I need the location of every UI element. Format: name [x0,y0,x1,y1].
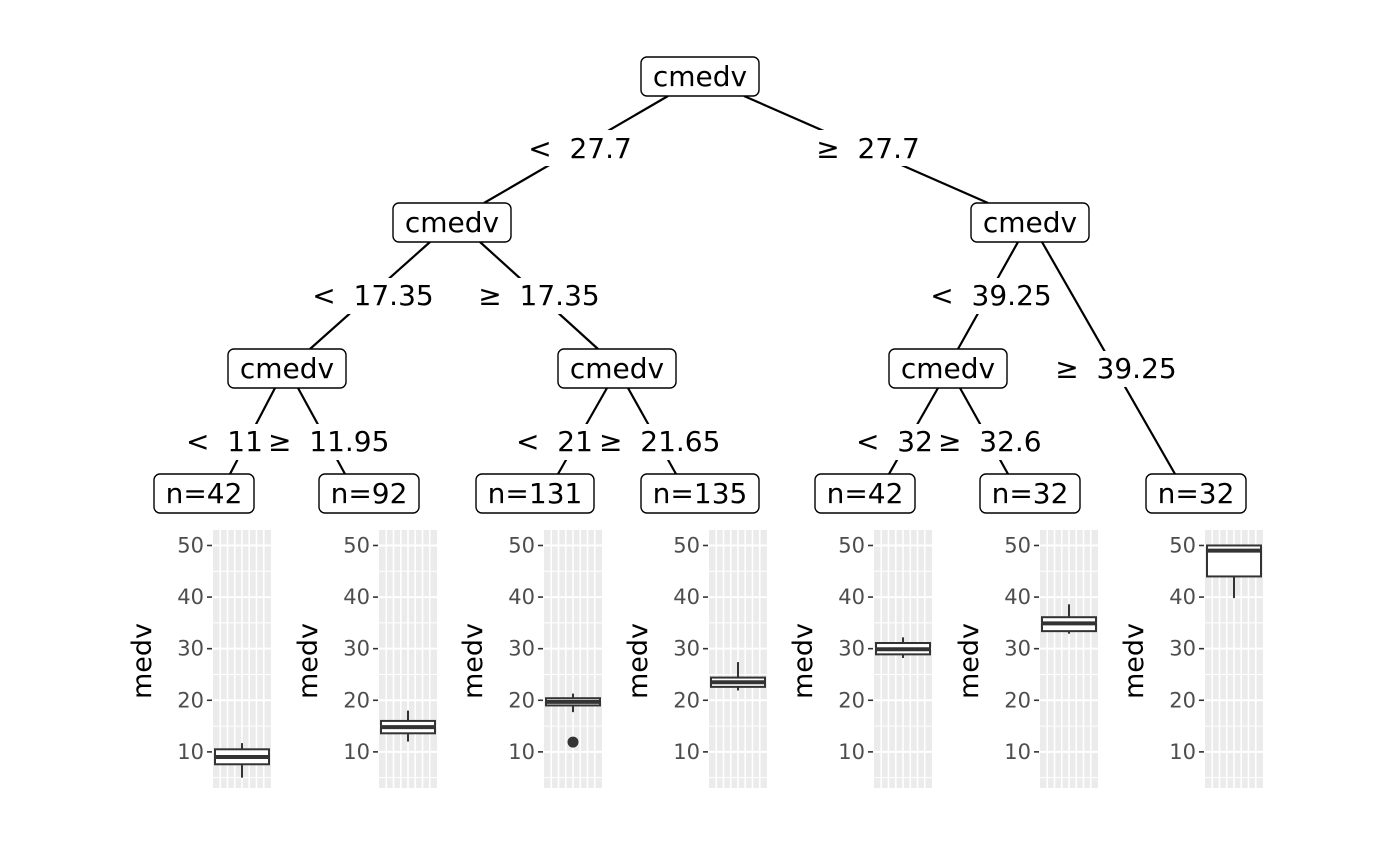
leaf-panel-6: n=32 10 20 30 40 50 medv [954,473,1098,788]
edge-label-text: ≥ 32.6 [938,425,1042,458]
y-tick-label: 10 [673,740,700,764]
y-tick-label: 20 [838,688,865,712]
y-tick-label: 20 [343,688,370,712]
edge-label-n2-left: < 17.35 [310,278,436,314]
y-tick-label: 30 [343,637,370,661]
node-label: cmedv [653,60,747,93]
y-tick-label: 30 [1004,637,1031,661]
leaf-panel-7: n=32 10 20 30 40 50 medv [1119,473,1263,788]
leaf-panel-3: n=131 10 20 30 40 50 medv [458,473,602,788]
y-tick-label: 20 [1169,688,1196,712]
node-level3-left: cmedv [227,348,347,389]
y-tick-label: 50 [673,533,700,557]
leaf-label-box [640,473,760,514]
leaf-count-label: n=135 [653,477,748,510]
leaf-count-label: n=131 [488,477,583,510]
y-tick-label: 50 [1004,533,1031,557]
leaf-panel-5: n=42 10 20 30 40 50 medv [788,473,932,788]
edge-label-text: ≥ 21.65 [599,425,720,458]
leaf-panel-4: n=135 10 20 30 40 50 medv [623,473,767,788]
edge-label-text: ≥ 39.25 [1055,352,1176,385]
leaf-count-label: n=32 [1158,477,1235,510]
y-axis-title: medv [458,623,489,699]
y-tick-label: 40 [343,585,370,609]
y-tick-label: 30 [838,637,865,661]
node-label: cmedv [983,206,1077,239]
node-level3-mid: cmedv [557,348,677,389]
y-tick-label: 50 [343,533,370,557]
leaf-panels: n=421020304050medvn=921020304050medvn=13… [127,473,1263,788]
node-level3-right: cmedv [888,348,1008,389]
y-axis-title: medv [788,623,819,699]
y-tick-label: 50 [508,533,535,557]
y-tick-label: 40 [1169,585,1196,609]
y-tick-label: 20 [508,688,535,712]
node-level2-left: cmedv [392,202,512,243]
y-tick-label: 10 [838,740,865,764]
edge-label-text: ≥ 27.7 [816,132,920,165]
edge-label-root-right: ≥ 27.7 [814,130,922,166]
outlier-point [567,736,579,748]
leaf-label-box [153,473,255,514]
y-tick-label: 40 [177,585,204,609]
edge-label-text: < 27.7 [528,132,632,165]
edge-label-root-left: < 27.7 [526,130,634,166]
edge-label-n5-right: ≥ 39.25 [1052,351,1180,387]
edge-label-text: ≥ 17.35 [478,279,599,312]
node-label: cmedv [405,206,499,239]
y-tick-label: 50 [177,533,204,557]
leaf-label-box [1145,473,1247,514]
edge-label-n5-left: < 39.25 [928,278,1054,314]
edge-label-text: < 39.25 [930,279,1051,312]
leaf-label-box [318,473,420,514]
y-tick-label: 50 [838,533,865,557]
leaf-panel-2: n=92 10 20 30 40 50 medv [293,473,437,788]
y-tick-label: 30 [177,637,204,661]
y-axis-title: medv [1119,623,1150,699]
leaf-panel-1: n=42 10 20 30 40 50 medv [127,473,271,788]
decision-nodes: cmedv cmedv cmedv cmedv cmedv cmedv [227,56,1090,389]
y-tick-label: 20 [1004,688,1031,712]
y-tick-label: 40 [508,585,535,609]
edge-label-n2-right: ≥ 17.35 [476,278,602,314]
edge-label-n4-right: ≥ 21.65 [595,424,727,460]
y-tick-label: 20 [673,688,700,712]
edge-label-n6-right: ≥ 32.6 [934,424,1052,460]
node-root: cmedv [640,56,760,97]
leaf-count-label: n=42 [166,477,243,510]
y-axis-title: medv [623,623,654,699]
y-tick-label: 30 [673,637,700,661]
y-tick-label: 20 [177,688,204,712]
node-level2-right: cmedv [970,202,1090,243]
edge-label-text: < 17.35 [312,279,433,312]
y-tick-label: 10 [1169,740,1196,764]
leaf-label-box [979,473,1081,514]
edge-label-n3-right: ≥ 11.95 [264,424,396,460]
y-tick-label: 30 [1169,637,1196,661]
y-tick-label: 50 [1169,533,1196,557]
leaf-count-label: n=42 [827,477,904,510]
edge-labels: < 27.7 ≥ 27.7 < 17.35 ≥ 17.35 < 39.25 ≥ … [186,130,1180,460]
y-tick-label: 40 [1004,585,1031,609]
node-label: cmedv [240,352,334,385]
y-tick-label: 10 [343,740,370,764]
y-tick-label: 30 [508,637,535,661]
y-tick-label: 10 [1004,740,1031,764]
edge-label-text: ≥ 11.95 [268,425,389,458]
y-tick-label: 10 [177,740,204,764]
y-tick-label: 40 [673,585,700,609]
y-tick-label: 40 [838,585,865,609]
node-label: cmedv [901,352,995,385]
leaf-label-box [475,473,595,514]
node-label: cmedv [570,352,664,385]
leaf-count-label: n=32 [992,477,1069,510]
y-axis-title: medv [127,623,158,699]
y-axis-title: medv [954,623,985,699]
y-axis-title: medv [293,623,324,699]
leaf-label-box [814,473,916,514]
y-tick-label: 10 [508,740,535,764]
leaf-count-label: n=92 [331,477,408,510]
